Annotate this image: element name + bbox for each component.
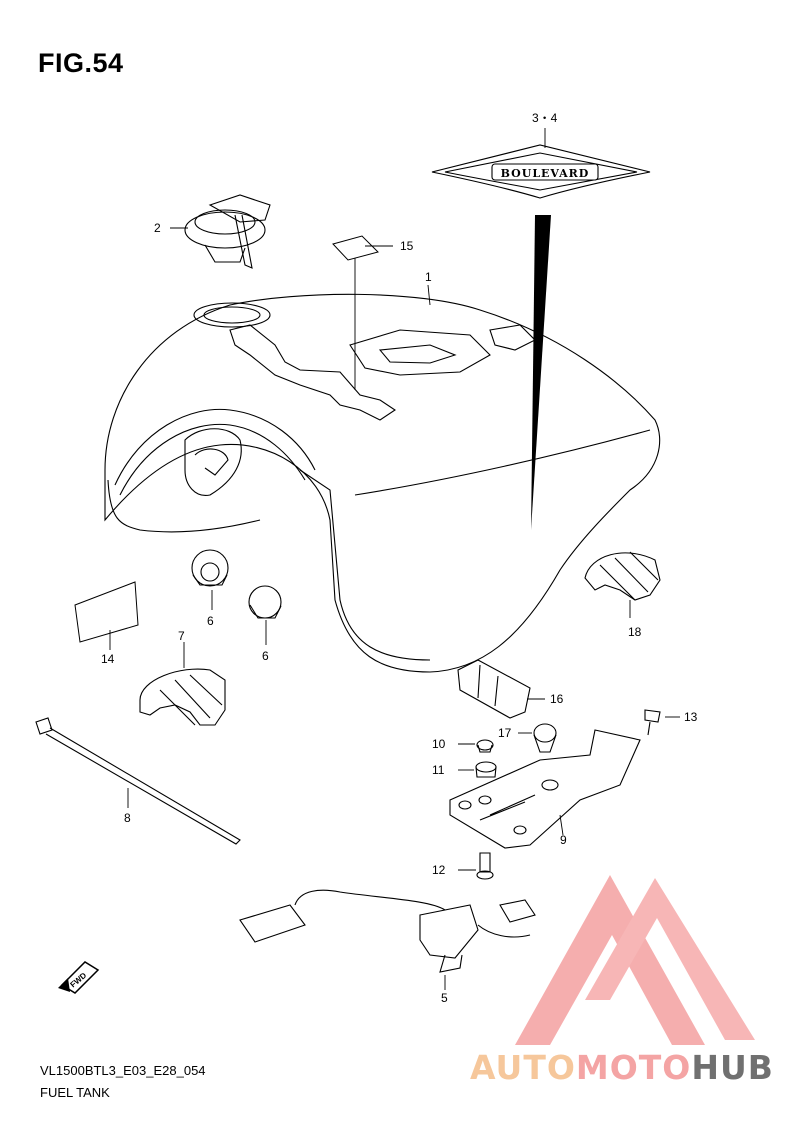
fuel-tank[interactable] (104, 293, 661, 673)
watermark-text: AUTOMOTOHUB (470, 1048, 774, 1087)
watermark-part-3: HUB (691, 1048, 774, 1087)
emblem-leader-pointer (531, 215, 551, 530)
figure-title: FIG.54 (38, 48, 124, 78)
callout-1: 1 (425, 270, 432, 284)
callout-8: 8 (124, 811, 131, 825)
model-code: VL1500BTL3_E03_E28_054 (40, 1063, 206, 1078)
bolt-12[interactable] (476, 852, 494, 880)
cushion-7[interactable] (139, 668, 226, 726)
callout-14: 14 (101, 652, 115, 666)
boulevard-emblem[interactable]: BOULEVARD (431, 144, 651, 199)
cable-tie[interactable] (35, 717, 241, 845)
label-15[interactable] (332, 235, 379, 261)
watermark-part-2: MOTO (575, 1048, 692, 1087)
forward-arrow-icon: FWD (58, 961, 100, 994)
leader-lines (109, 128, 680, 990)
callout-2: 2 (154, 221, 161, 235)
emblem-text: BOULEVARD (501, 167, 590, 180)
watermark-part-1: AUTO (470, 1048, 576, 1087)
callout-3-4: 3・4 (532, 111, 558, 125)
callout-13: 13 (684, 710, 698, 724)
caution-label[interactable] (74, 581, 139, 643)
callout-12: 12 (432, 863, 446, 877)
callout-6a: 6 (207, 614, 214, 628)
callout-18: 18 (628, 625, 642, 639)
part-group-name: FUEL TANK (40, 1085, 110, 1100)
cushion-17[interactable] (533, 723, 557, 753)
callout-9: 9 (560, 833, 567, 847)
callout-5: 5 (441, 991, 448, 1005)
fuel-cap[interactable] (184, 194, 271, 269)
callout-16: 16 (550, 692, 564, 706)
cushion-6a[interactable] (191, 549, 229, 587)
callout-labels: 1 2 3・4 5 6 6 7 8 9 10 11 12 13 14 15 16… (101, 111, 698, 1005)
bolt-13[interactable] (644, 709, 661, 736)
callout-6b: 6 (262, 649, 269, 663)
callout-10: 10 (432, 737, 446, 751)
callout-15: 15 (400, 239, 414, 253)
callout-11: 11 (432, 763, 445, 777)
cushion-11[interactable] (475, 761, 497, 778)
cushion-6b[interactable] (248, 585, 282, 619)
cushion-16[interactable] (457, 659, 531, 719)
mounting-bracket[interactable] (449, 729, 641, 849)
watermark-logo (515, 875, 755, 1045)
cushion-18[interactable] (584, 551, 661, 601)
fuel-level-sensor[interactable] (239, 889, 536, 973)
callout-17: 17 (498, 726, 512, 740)
grommet-10[interactable] (476, 739, 494, 753)
callout-7: 7 (178, 629, 185, 643)
